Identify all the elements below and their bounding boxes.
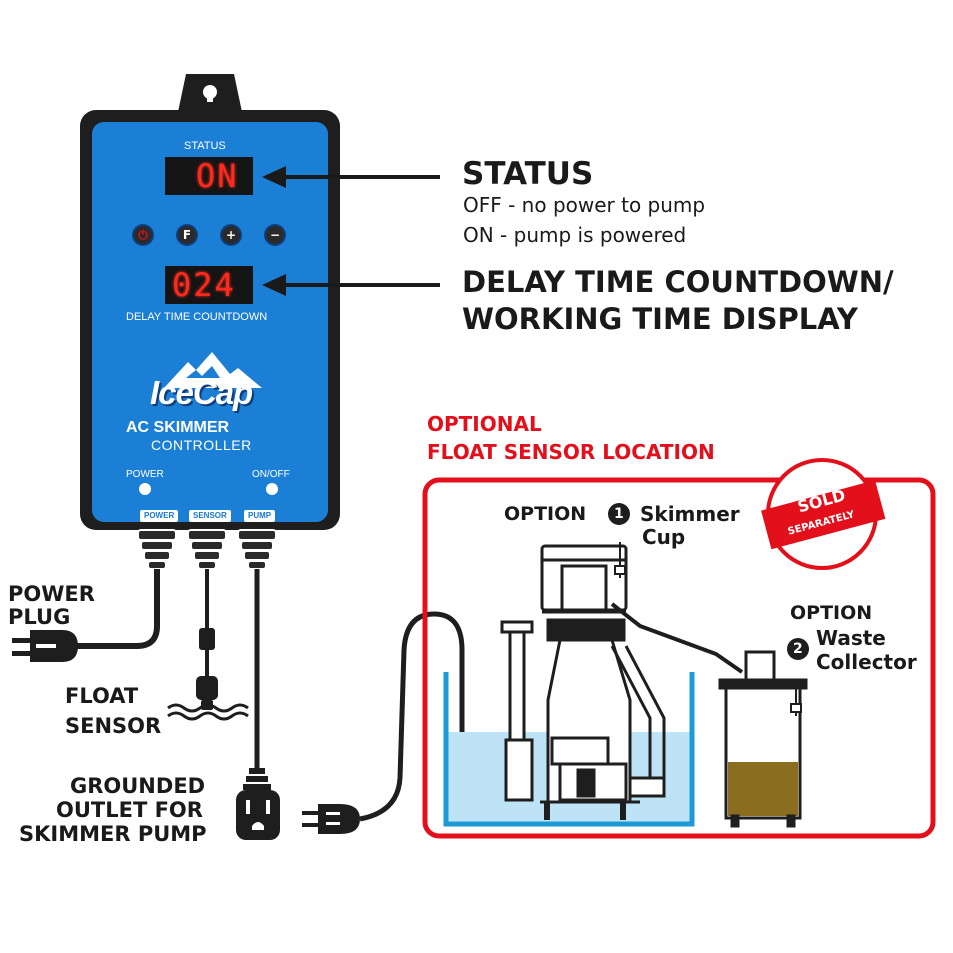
- option1-label-line2: Cup: [642, 525, 686, 549]
- option1-number: 1: [614, 506, 624, 522]
- countdown-caption: DELAY TIME COUNTDOWN: [126, 311, 268, 323]
- pump-cable-gland: [237, 529, 277, 570]
- minus-button[interactable]: −: [266, 226, 284, 244]
- option1-label-line1: Skimmer: [640, 502, 740, 526]
- grounded-outlet-icon: [236, 790, 280, 840]
- outlet-label-line1: GROUNDED: [70, 774, 206, 798]
- onoff-indicator-led: [266, 483, 278, 495]
- port-label-power: POWER: [140, 510, 179, 522]
- skimmer-feet: [544, 802, 626, 820]
- status-heading: STATUS: [184, 140, 226, 152]
- minus-icon: −: [269, 228, 281, 242]
- option2-word: OPTION: [790, 602, 873, 624]
- pump-cable-boot: [243, 768, 271, 790]
- sold-separately-badge: [761, 458, 886, 570]
- status-arrow: [262, 166, 440, 188]
- power-button[interactable]: ⏻: [134, 226, 152, 244]
- countdown-led-window: [165, 266, 253, 304]
- power-plug-label-line1: POWER: [8, 582, 95, 606]
- power-plug-label-line2: PLUG: [8, 605, 71, 629]
- option2-number: 2: [793, 641, 803, 657]
- plus-icon: +: [225, 228, 237, 242]
- brand-logo: IceCap: [150, 374, 253, 411]
- power-indicator-label: POWER: [126, 469, 164, 480]
- float-sensor-label-line1: FLOAT: [65, 684, 139, 708]
- function-button[interactable]: F: [178, 226, 196, 244]
- float-sensor-label-line2: SENSOR: [65, 714, 162, 738]
- float-sensor-icon: [196, 628, 218, 710]
- port-label-pump: PUMP: [244, 510, 276, 522]
- cup-float-sensor-icon: [614, 542, 626, 578]
- controller-face: [92, 122, 328, 522]
- status-callout-off: OFF - no power to pump: [463, 193, 706, 217]
- option1-number-circle: [608, 503, 630, 525]
- protein-skimmer: [500, 544, 666, 804]
- delay-callout-line2: WORKING TIME DISPLAY: [462, 302, 858, 336]
- status-callout-title: STATUS: [462, 156, 594, 192]
- optional-heading-line1: OPTIONAL: [427, 412, 542, 436]
- option2-number-circle: [787, 638, 809, 660]
- tank-walls: [443, 672, 695, 827]
- function-icon: F: [182, 228, 192, 242]
- power-plug-icon: [12, 630, 78, 662]
- power-cable-gland: [137, 529, 177, 570]
- onoff-indicator-label: ON/OFF: [252, 469, 290, 480]
- status-display: ON: [196, 157, 239, 195]
- outlet-label-line3: SKIMMER PUMP: [19, 822, 207, 846]
- sensor-water-waves: [167, 703, 249, 713]
- delay-callout-line1: DELAY TIME COUNTDOWN/: [462, 265, 894, 299]
- option2-label-line2: Collector: [816, 650, 917, 674]
- option1-word: OPTION: [504, 503, 587, 525]
- waste-collector: [718, 650, 808, 828]
- power-icon: ⏻: [138, 228, 148, 242]
- power-cable: [75, 569, 160, 649]
- countdown-display: 024: [172, 266, 236, 304]
- port-label-sensor: SENSOR: [189, 510, 231, 522]
- drain-hose: [610, 602, 744, 674]
- product-name-line2: CONTROLLER: [151, 437, 252, 453]
- countdown-arrow: [262, 274, 440, 296]
- optional-location-frame: [422, 477, 936, 839]
- option2-label-line1: Waste: [816, 626, 886, 650]
- product-name-line1: AC SKIMMER: [126, 419, 230, 436]
- pump-plug-icon: [302, 804, 360, 834]
- status-led-window: [165, 157, 253, 195]
- outlet-label-line2: OUTLET FOR: [56, 798, 203, 822]
- sensor-cable-gland: [187, 529, 227, 570]
- plus-button[interactable]: +: [222, 226, 240, 244]
- status-callout-on: ON - pump is powered: [463, 223, 687, 247]
- collector-float-sensor-icon: [790, 680, 802, 716]
- power-indicator-led: [139, 483, 151, 495]
- optional-heading-line2: FLOAT SENSOR LOCATION: [427, 440, 715, 464]
